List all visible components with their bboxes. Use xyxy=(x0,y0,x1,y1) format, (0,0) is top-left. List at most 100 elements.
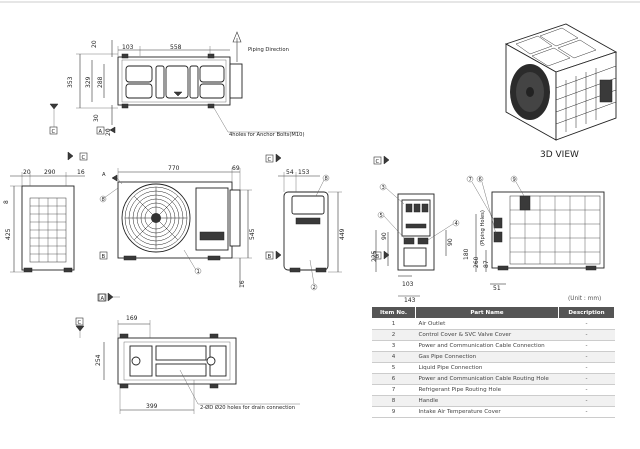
dim-right-449: 449 xyxy=(339,228,346,240)
item-no: 8 xyxy=(371,395,416,407)
ref-b-front: B xyxy=(102,254,106,260)
callout-1-front: 1 xyxy=(197,269,200,275)
dim-bottom-254: 254 xyxy=(95,354,102,366)
right-side-view xyxy=(265,153,342,291)
part-name: Power and Communication Cable Routing Ho… xyxy=(415,373,559,385)
dim-top-103: 103 xyxy=(122,44,134,51)
part-name: Gas Pipe Connection xyxy=(415,351,559,363)
callout-9: 9 xyxy=(513,177,516,183)
part-name: Power and Communication Cable Connection xyxy=(415,340,559,352)
callout-8-right: 8 xyxy=(325,176,328,182)
dim-left-290: 290 xyxy=(44,169,56,176)
callout-7: 7 xyxy=(469,177,472,183)
anchor-bolt-note: 4holes for Anchor Bolts(M10) xyxy=(229,132,305,138)
ref-a-top: A xyxy=(99,129,103,135)
part-description: - xyxy=(558,362,615,374)
3d-view-label: 3D VIEW xyxy=(540,150,579,160)
part-description: - xyxy=(558,395,615,407)
item-no: 1 xyxy=(371,318,416,330)
dim-back-225: 225 xyxy=(371,250,378,262)
dim-top-20a: 20 xyxy=(91,40,98,48)
ref-b-right: B xyxy=(268,254,272,260)
header-description: Description xyxy=(558,306,615,319)
part-description: - xyxy=(558,340,615,352)
callout-6: 6 xyxy=(479,177,482,183)
ref-c-top: C xyxy=(52,129,56,135)
item-no: 3 xyxy=(371,340,416,352)
callout-5: 5 xyxy=(380,213,383,219)
dim-left-20: 20 xyxy=(23,169,31,176)
dim-front-545: 545 xyxy=(249,228,256,240)
callout-4: 4 xyxy=(455,221,459,227)
ref-a-front: A xyxy=(101,296,105,302)
header-part-name: Part Name xyxy=(415,306,559,319)
dim-back-103: 103 xyxy=(402,281,414,288)
part-name: Refrigerant Pipe Routing Hole xyxy=(415,384,559,396)
dim-left-16: 16 xyxy=(77,169,85,176)
dim-right-54: 54 xyxy=(286,169,294,176)
dim-bottom-169: 169 xyxy=(126,315,138,322)
dim-front-770: 770 xyxy=(168,165,180,172)
ref-b-back: B xyxy=(376,254,380,260)
ref-c-bottom: C xyxy=(78,320,82,326)
dim-back-87: 87 xyxy=(483,260,490,268)
dim-bottom-399: 399 xyxy=(146,403,158,410)
piping-side-view xyxy=(373,155,605,297)
unit-label: (Unit : mm) xyxy=(568,296,602,302)
item-no: 7 xyxy=(371,384,416,396)
item-no: 2 xyxy=(371,329,416,341)
callout-3: 3 xyxy=(382,185,385,191)
dim-back-51: 51 xyxy=(493,285,501,292)
dim-front-69: 69 xyxy=(232,165,240,172)
dim-back-90a: 90 xyxy=(381,232,388,240)
piping-holes-label: (Piping Holes) xyxy=(480,210,486,246)
part-description: - xyxy=(558,373,615,385)
part-name: Intake Air Temperature Cover xyxy=(415,406,559,418)
ref-c-right: C xyxy=(268,157,272,163)
part-description: - xyxy=(558,406,615,418)
dim-left-425: 425 xyxy=(5,228,12,240)
dim-top-288: 288 xyxy=(97,76,104,88)
dim-back-143: 143 xyxy=(404,297,416,304)
dim-top-353: 353 xyxy=(67,76,74,88)
ref-c-left: C xyxy=(82,155,86,161)
item-no: 6 xyxy=(371,373,416,385)
part-name: Handle xyxy=(415,395,559,407)
part-description: - xyxy=(558,329,615,341)
parts-table-header: Item No. Part Name Description xyxy=(371,306,615,319)
header-item-no: Item No. xyxy=(371,306,416,319)
dim-right-153: 153 xyxy=(298,169,310,176)
dim-top-30: 30 xyxy=(93,114,100,122)
ref-c-back: C xyxy=(376,159,380,165)
part-name: Air Outlet xyxy=(415,318,559,330)
part-name: Liquid Pipe Connection xyxy=(415,362,559,374)
dim-top-20b: 20 xyxy=(105,128,112,136)
part-description: - xyxy=(558,384,615,396)
callout-8-front: 8 xyxy=(102,197,105,203)
piping-direction-label: Piping Direction xyxy=(248,47,289,53)
front-view xyxy=(98,168,252,302)
top-view xyxy=(49,31,300,135)
callout-2-right: 2 xyxy=(313,285,316,291)
dim-front-16: 16 xyxy=(239,280,246,288)
part-name: Control Cover & SVC Valve Cover xyxy=(415,329,559,341)
item-no: 5 xyxy=(371,362,416,374)
dim-back-180: 180 xyxy=(463,248,470,260)
part-description: - xyxy=(558,351,615,363)
dim-back-260: 260 xyxy=(473,256,480,268)
3d-view-illustration xyxy=(504,23,618,141)
left-side-view xyxy=(10,151,88,273)
dim-top-558: 558 xyxy=(170,44,182,51)
ref-a-front-top: A xyxy=(102,172,106,178)
